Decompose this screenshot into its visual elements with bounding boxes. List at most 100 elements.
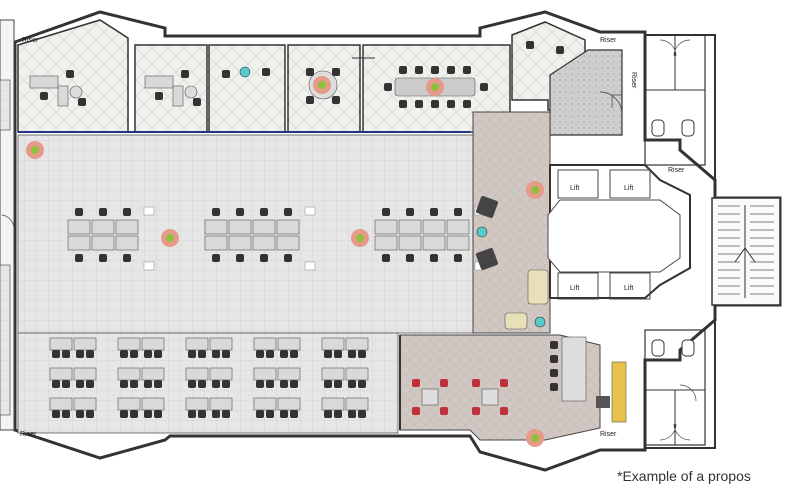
desk [91,219,115,235]
chair [472,407,480,415]
chair [256,410,264,418]
chair [222,410,230,418]
chair [130,410,138,418]
chair [212,350,220,358]
chair [212,254,220,262]
lift-label-1: Lift [570,185,579,192]
chair [556,46,564,54]
chair [62,350,70,358]
chair [236,208,244,216]
chair [198,380,206,388]
chair [430,254,438,262]
chair [412,379,420,387]
chair [76,410,84,418]
pedestal [143,206,155,216]
desk [398,219,422,235]
chair [120,410,128,418]
sofa [527,269,549,305]
chair [198,350,206,358]
chair [52,380,60,388]
desk [422,235,446,251]
desk [253,397,277,411]
chair [66,70,74,78]
desk [73,337,97,351]
desk [67,219,91,235]
desk [172,85,184,107]
chair [75,208,83,216]
chair [306,96,314,104]
desk [253,337,277,351]
desk [252,219,276,235]
desk [117,337,141,351]
chair [324,380,332,388]
chair [144,380,152,388]
chair [154,350,162,358]
plant-center [431,83,439,91]
chair [86,380,94,388]
chair [431,66,439,74]
toilets-top [599,34,706,166]
desk [277,337,301,351]
chair [188,350,196,358]
desk [73,367,97,381]
pedestal [304,261,316,271]
desk [141,367,165,381]
chair [550,355,558,363]
desk [277,367,301,381]
chair [256,350,264,358]
plant-center [531,186,539,194]
plant-center [166,234,174,242]
armchair [504,312,528,330]
chair [188,410,196,418]
riser-label-bottom-left: Riser [20,431,37,438]
chair [358,350,366,358]
chair [463,66,471,74]
desk [228,235,252,251]
chair [120,350,128,358]
chair [193,98,201,106]
chair [500,407,508,415]
desk [209,367,233,381]
side-table [184,85,198,99]
desk [345,367,369,381]
desk [117,397,141,411]
desk [115,219,139,235]
chair [262,68,270,76]
breakout-furniture [476,196,549,330]
riser-label-side: Riser [630,72,637,89]
chair [99,254,107,262]
chair [222,70,230,78]
chair [280,380,288,388]
chair [324,410,332,418]
chair [550,341,558,349]
chair [222,350,230,358]
chair [154,410,162,418]
chair [454,254,462,262]
cafe-table [481,388,499,406]
side-table [534,316,546,328]
pedestal [143,261,155,271]
chair [75,254,83,262]
chair [399,100,407,108]
riser-label-bottom-right: Riser [600,431,617,438]
chair [454,208,462,216]
desk [73,397,97,411]
chair [500,379,508,387]
desk [49,367,73,381]
plant-center [356,234,364,242]
chair [76,350,84,358]
chair [415,66,423,74]
desk [209,397,233,411]
chair [348,350,356,358]
chair [130,350,138,358]
lift-label-4: Lift [624,285,633,292]
lift-label-2: Lift [624,185,633,192]
chair [236,254,244,262]
chair [86,410,94,418]
chair [284,208,292,216]
desk [141,397,165,411]
side-table [476,226,488,238]
chair [399,66,407,74]
chair [86,350,94,358]
